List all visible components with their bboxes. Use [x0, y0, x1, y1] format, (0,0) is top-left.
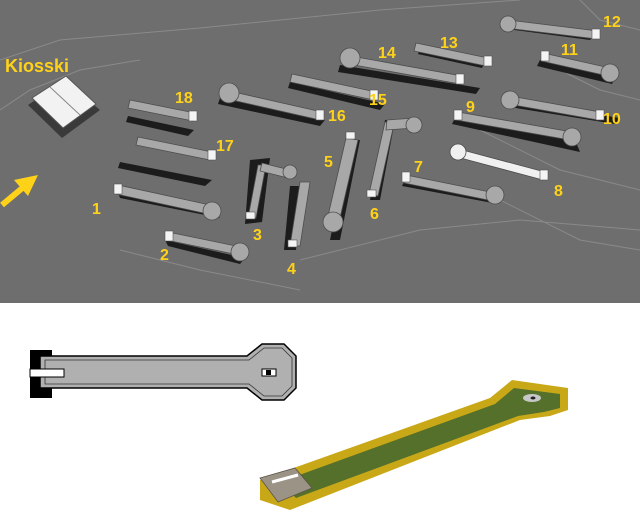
- terrain-contours: [0, 0, 640, 291]
- hole-label-5: 5: [324, 154, 333, 171]
- hole-label-3: 3: [253, 227, 262, 244]
- hole-plan-view: [29, 343, 297, 401]
- hole-label-8: 8: [554, 183, 563, 200]
- hole-label-16: 16: [328, 108, 346, 125]
- hole-label-2: 2: [160, 247, 169, 264]
- entrance-arrow-icon: [0, 175, 38, 208]
- hole-label-14: 14: [378, 45, 396, 62]
- course-overview-map: Kiosski: [0, 0, 640, 303]
- hole-label-15: 15: [369, 92, 387, 109]
- hole-label-1: 1: [92, 201, 101, 218]
- hole-4: [289, 181, 311, 247]
- kiosk-building: [28, 75, 100, 138]
- hole-label-9: 9: [466, 99, 475, 116]
- tee-pads: [113, 28, 605, 248]
- mini-golf-holes: [115, 15, 620, 262]
- hole-label-6: 6: [370, 206, 379, 223]
- hole-label-7: 7: [414, 159, 423, 176]
- hole-1-green: [202, 201, 222, 221]
- hole-3d-turf: [280, 388, 560, 498]
- hole-label-17: 17: [216, 138, 234, 155]
- hole-2-green: [230, 242, 250, 262]
- hole-number-labels: 1 2 3 4 5 6 7 8 9 10 11 12 13 14 15 16 1…: [92, 14, 621, 278]
- hole-3d-tee: [259, 467, 313, 503]
- hole-label-11: 11: [561, 42, 578, 59]
- hole-label-12: 12: [603, 14, 621, 31]
- hole-label-4: 4: [287, 261, 296, 278]
- hole-3d-render: [259, 380, 568, 510]
- hole-label-10: 10: [603, 111, 621, 128]
- hole-label-18: 18: [175, 90, 193, 107]
- tee-mat: [29, 368, 65, 378]
- hole-label-13: 13: [440, 35, 458, 52]
- kiosk-label: Kiosski: [5, 56, 69, 76]
- hole-outline: [39, 343, 297, 401]
